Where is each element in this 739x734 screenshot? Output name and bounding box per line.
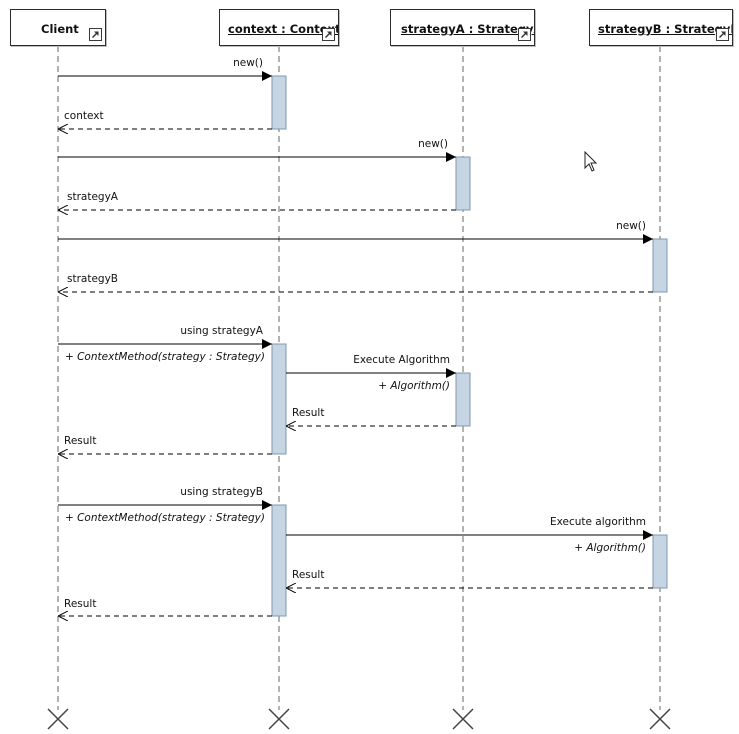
lifeline-strategyA-name: strategyA : StrategyA: [401, 22, 535, 36]
mouse-cursor-icon: [584, 151, 598, 172]
label-return-strategyA: strategyA: [67, 191, 118, 203]
expand-icon[interactable]: [518, 28, 531, 41]
lifeline-client-name: Client: [41, 22, 79, 36]
destroy-client-mark: [47, 708, 69, 730]
lifeline-strategyB-name: strategyB : StrategyB: [598, 22, 733, 36]
label-execute-algorithm-b: Execute algorithm: [549, 516, 646, 528]
destroy-strategyB-mark: [649, 708, 671, 730]
label-operation-algorithm-b: + Algorithm(): [574, 542, 646, 554]
lifeline-strategyB-header[interactable]: strategyB : StrategyB: [589, 9, 733, 46]
label-operation-algorithm-a: + Algorithm(): [378, 380, 450, 392]
expand-icon[interactable]: [322, 28, 335, 41]
label-result-b-context: Result: [292, 569, 325, 581]
expand-icon[interactable]: [716, 28, 729, 41]
label-result-b-client: Result: [64, 598, 97, 610]
activation-strategyA-create[interactable]: [455, 156, 471, 211]
destroy-strategyA-mark: [452, 708, 474, 730]
label-new-strategyA: new(): [418, 138, 448, 150]
lifeline-context-header[interactable]: context : Context: [219, 9, 339, 46]
activation-context-create[interactable]: [271, 75, 287, 130]
label-result-a-client: Result: [64, 435, 97, 447]
activation-strategyB-create[interactable]: [652, 238, 668, 293]
lifeline-context-name: context : Context: [228, 22, 339, 36]
lifeline-strategyA-header[interactable]: strategyA : StrategyA: [390, 9, 535, 46]
expand-icon[interactable]: [89, 28, 102, 41]
label-using-strategyB: using strategyB: [180, 486, 263, 498]
label-return-strategyB: strategyB: [67, 273, 118, 285]
activation-context-method-b[interactable]: [271, 504, 287, 617]
destroy-context-mark: [268, 708, 290, 730]
activation-context-method-a[interactable]: [271, 343, 287, 455]
lifeline-client-header[interactable]: Client: [10, 9, 106, 46]
label-using-strategyA: using strategyA: [180, 325, 263, 337]
label-execute-algorithm-a: Execute Algorithm: [353, 354, 450, 366]
label-new-context: new(): [233, 57, 263, 69]
label-operation-context-method-b: + ContextMethod(strategy : Strategy): [64, 512, 265, 524]
label-result-a-context: Result: [292, 407, 325, 419]
activation-strategyA-algorithm[interactable]: [455, 372, 471, 427]
label-new-strategyB: new(): [616, 220, 646, 232]
activation-strategyB-algorithm[interactable]: [652, 534, 668, 589]
label-return-context: context: [64, 110, 104, 122]
label-operation-context-method-a: + ContextMethod(strategy : Strategy): [64, 351, 265, 363]
